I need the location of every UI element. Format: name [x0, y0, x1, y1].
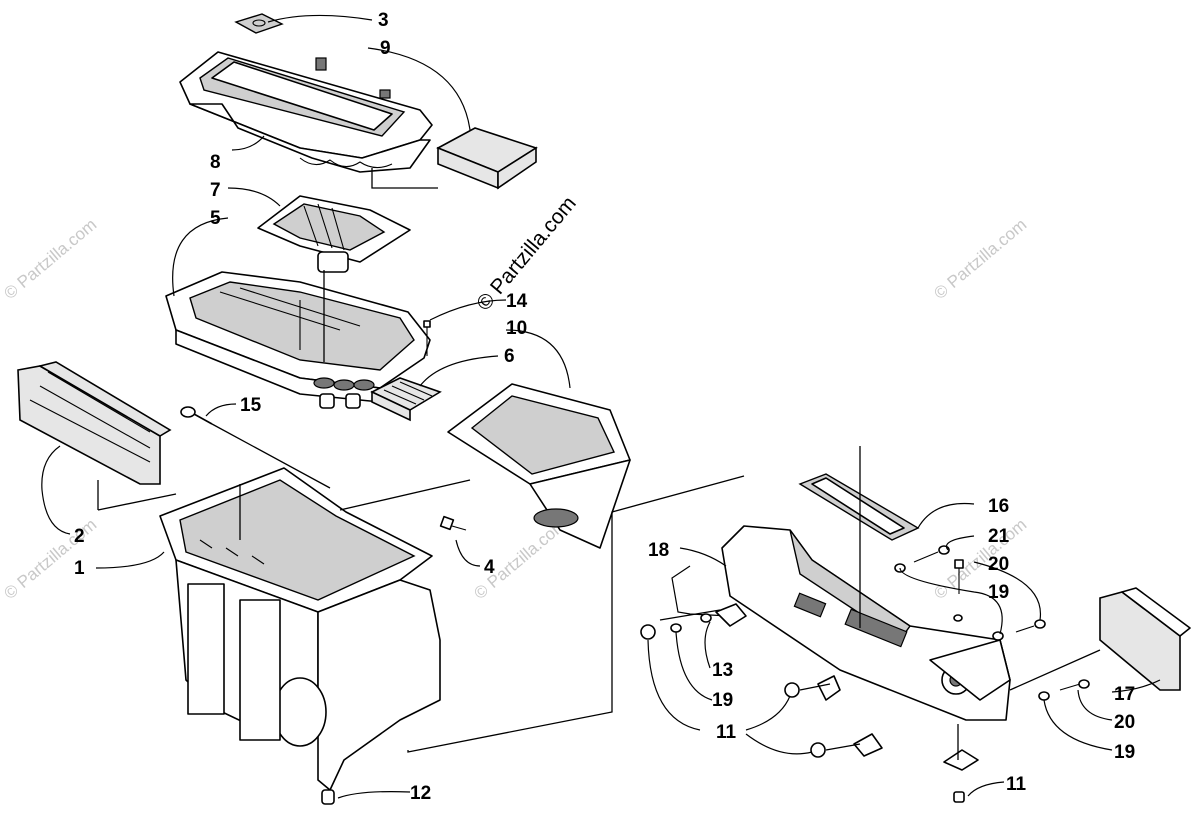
- callout-13: 13: [712, 660, 733, 681]
- part-7-intake-cover: [257, 195, 411, 273]
- part-5-airbox-tray: [165, 271, 431, 409]
- callout-11: 11: [716, 722, 737, 743]
- part-15-bolt: [180, 406, 213, 425]
- part-17-foam-filter: [1099, 587, 1191, 691]
- callout-16: 16: [988, 496, 1009, 517]
- callout-4: 4: [484, 557, 495, 578]
- callout-1: 1: [74, 558, 85, 579]
- part-6-grate: [370, 377, 442, 422]
- callout-7: 7: [210, 180, 221, 201]
- callout-12: 12: [410, 783, 431, 804]
- callout-19: 19: [1114, 742, 1135, 763]
- callout-6: 6: [504, 346, 515, 367]
- watermark-faint: © Partzilla.com: [930, 215, 1030, 303]
- callout-11: 11: [1006, 774, 1027, 795]
- callout-10: 10: [506, 318, 527, 339]
- watermark-faint: © Partzilla.com: [0, 515, 100, 603]
- callout-21: 21: [988, 526, 1010, 547]
- callout-19: 19: [712, 690, 733, 711]
- part-18-silencer: [721, 525, 1011, 721]
- part-4-screw: [439, 515, 467, 531]
- callout-14: 14: [506, 291, 528, 312]
- callouts: 3 9 8 7 5 14 10 6 15 2 1 4 12 18 16 21 2…: [74, 10, 1135, 804]
- part-8-airbox-lid: [179, 51, 433, 173]
- assembly-lines: [97, 168, 1101, 760]
- part-3-plate: [234, 13, 284, 34]
- callout-2: 2: [74, 526, 85, 547]
- callout-15: 15: [240, 395, 262, 416]
- callout-18: 18: [648, 540, 669, 561]
- watermark-faint: © Partzilla.com: [930, 515, 1030, 603]
- callout-5: 5: [210, 208, 221, 229]
- part-16-gasket: [798, 473, 920, 541]
- callout-19: 19: [988, 582, 1009, 603]
- callout-3: 3: [378, 10, 389, 31]
- part-9-foam-pad: [436, 127, 538, 190]
- part-2-foam-filter: [17, 361, 172, 485]
- leader-lines: [41, 14, 1161, 799]
- part-14-screw: [423, 320, 431, 356]
- callout-17: 17: [1114, 684, 1135, 705]
- callout-20: 20: [1114, 712, 1135, 733]
- callout-8: 8: [210, 152, 221, 173]
- watermark-faint: © Partzilla.com: [0, 215, 100, 303]
- part-1-airbox: [159, 467, 441, 791]
- part-12-plug: [321, 789, 335, 805]
- part-10-intake-duct: [447, 383, 631, 549]
- callout-20: 20: [988, 554, 1009, 575]
- callout-9: 9: [380, 38, 391, 59]
